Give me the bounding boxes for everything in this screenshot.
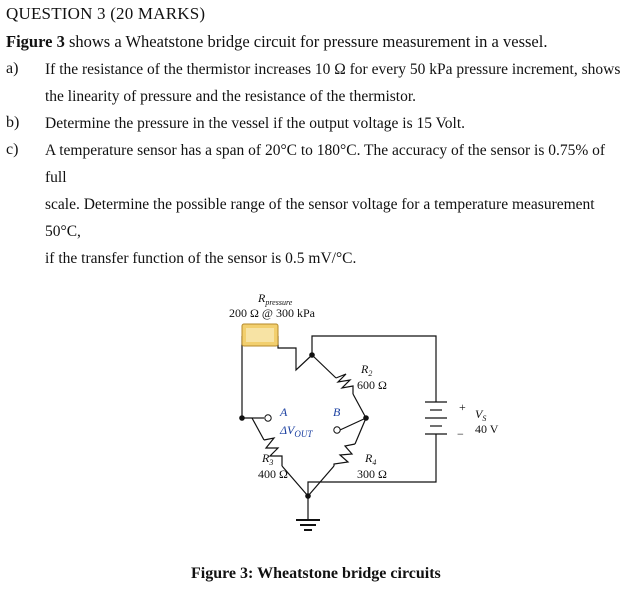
- r2-label: R2: [360, 362, 372, 378]
- r4-value: 300 Ω: [357, 467, 387, 481]
- part-a-line-1: If the resistance of the thermistor incr…: [45, 61, 621, 78]
- r4-resistor-symbol: [333, 443, 356, 466]
- wire-thermistor-top: [277, 336, 313, 372]
- terminal-b: [333, 426, 341, 434]
- figure-caption: Figure 3: Wheatstone bridge circuits: [191, 565, 441, 582]
- r3-resistor-symbol: [263, 437, 283, 466]
- terminal-a: [264, 414, 272, 422]
- node-b-label: B: [333, 405, 341, 419]
- node-left-dot: [239, 415, 245, 421]
- node-bottom-dot: [305, 493, 311, 499]
- part-c-line-1: A temperature sensor has a span of 20°C …: [45, 142, 606, 186]
- part-c-line-3: if the transfer function of the sensor i…: [45, 250, 357, 267]
- lead-node-b: [339, 417, 367, 431]
- part-a-line-2: the linearity of pressure and the resist…: [45, 88, 417, 105]
- r3-value: 400 Ω: [258, 467, 288, 481]
- part-b-label: b): [6, 114, 20, 131]
- part-b-line-1: Determine the pressure in the vessel if …: [45, 115, 465, 132]
- wire-bottom-right: [307, 434, 437, 520]
- question-intro: Figure 3 shows a Wheatstone bridge circu…: [6, 32, 547, 52]
- wire-r3-to-bottom: [281, 465, 309, 497]
- wire-left: [241, 336, 252, 419]
- node-top-dot: [309, 352, 315, 358]
- part-a-label: a): [6, 60, 19, 77]
- wire-left-to-r3: [251, 417, 265, 441]
- vs-value: 40 V: [475, 422, 499, 436]
- r2-resistor-symbol: [335, 373, 354, 394]
- wire-r4-to-bottom: [307, 465, 335, 497]
- r3-label: R3: [261, 451, 273, 467]
- part-c-text: A temperature sensor has a span of 20°C …: [45, 137, 630, 272]
- r-pressure-label: Rpressure: [257, 291, 293, 307]
- part-a-text: If the resistance of the thermistor incr…: [45, 56, 630, 110]
- r2-value: 600 Ω: [357, 378, 387, 392]
- wire-r2-to-right: [352, 393, 367, 419]
- part-c-line-2: scale. Determine the possible range of t…: [45, 196, 595, 240]
- part-b-text: Determine the pressure in the vessel if …: [45, 110, 630, 137]
- wire-top-to-r2: [311, 354, 337, 379]
- vout-label: ΔVOUT: [279, 423, 313, 439]
- vs-label: VS: [475, 407, 486, 423]
- r-pressure-value: 200 Ω @ 300 kPa: [229, 306, 316, 320]
- battery-plus-sign: +: [459, 400, 466, 414]
- part-c-label: c): [6, 141, 19, 158]
- question-title: QUESTION 3 (20 MARKS): [6, 4, 206, 23]
- r4-label: R4: [364, 451, 376, 467]
- wire-right-to-r4: [354, 417, 367, 445]
- thermistor-highlight: [246, 328, 274, 342]
- node-right-dot: [363, 415, 369, 421]
- intro-text: shows a Wheatstone bridge circuit for pr…: [64, 32, 548, 51]
- battery-minus-sign: −: [457, 427, 464, 441]
- node-a-label: A: [279, 405, 288, 419]
- wire-top-right: [311, 335, 437, 402]
- figure-reference: Figure 3: [6, 32, 65, 51]
